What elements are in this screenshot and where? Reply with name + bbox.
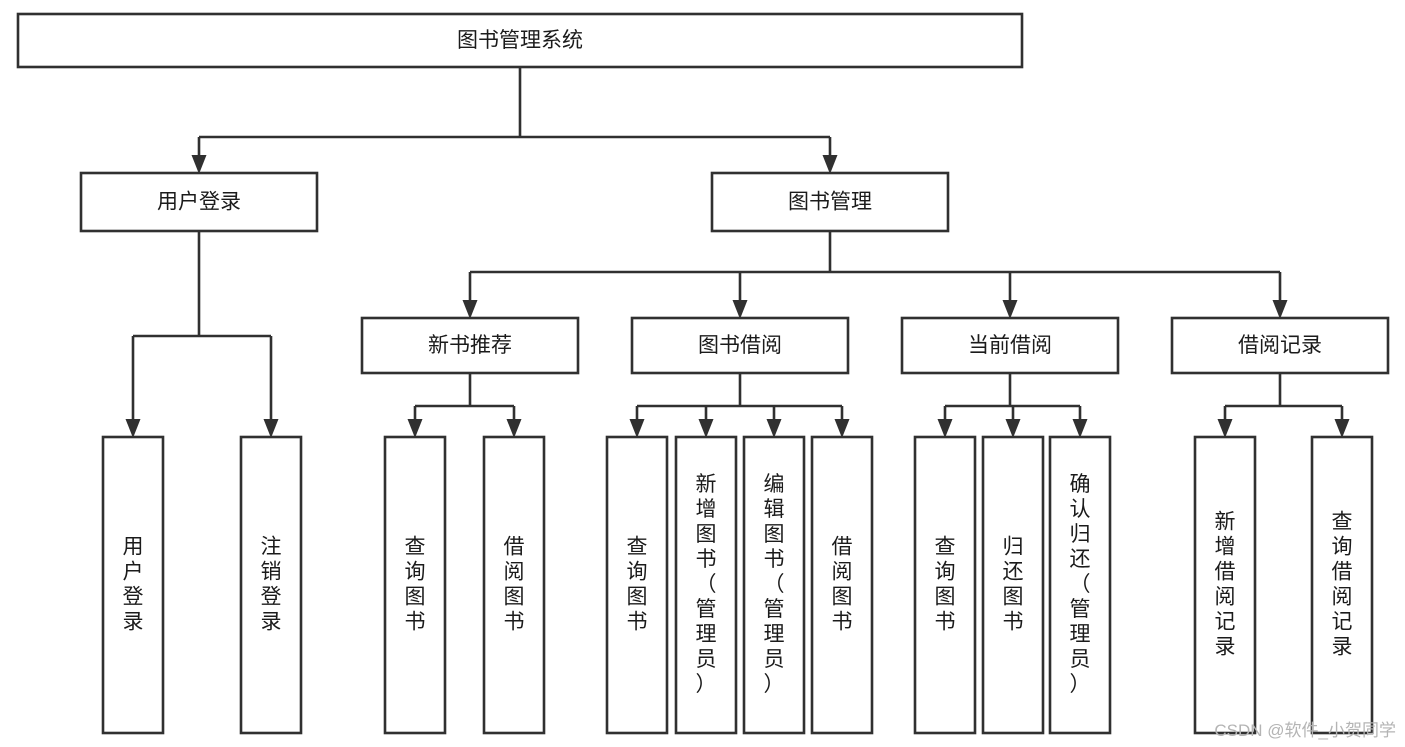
node-label-leaf-add-record: 新增借阅记录 (1215, 510, 1236, 658)
node-box-leaf-return-book (981, 435, 1045, 735)
arrow-head-book-borrow-to-leaves-3 (834, 419, 850, 438)
node-leaf-edit-book[interactable]: 编辑图书（管理员） (742, 435, 806, 735)
node-label-leaf-query-book-1: 查询图书 (405, 535, 426, 633)
node-book-borrow[interactable]: 图书借阅 (630, 316, 850, 375)
node-label-leaf-query-book-3: 查询图书 (935, 535, 956, 633)
node-box-leaf-borrow-book-1 (482, 435, 546, 735)
node-box-leaf-query-book-1 (383, 435, 447, 735)
node-box-leaf-user-logout (239, 435, 303, 735)
arrow-head-book-manage-to-level2-3 (1272, 300, 1288, 319)
node-leaf-return-book[interactable]: 归还图书 (981, 435, 1045, 735)
node-box-user-login (79, 171, 319, 233)
node-box-book-manage (710, 171, 950, 233)
node-label-new-book-rec: 新书推荐 (428, 334, 512, 357)
node-label-leaf-query-book-2: 查询图书 (627, 535, 648, 633)
arrow-head-borrow-record-to-leaves-0 (1217, 419, 1233, 438)
node-user-login[interactable]: 用户登录 (79, 171, 319, 233)
node-leaf-user-login[interactable]: 用户登录 (101, 435, 165, 735)
connector-edges-layer (125, 67, 1350, 438)
node-label-current-borrow: 当前借阅 (968, 334, 1052, 357)
node-leaf-add-record[interactable]: 新增借阅记录 (1193, 435, 1257, 735)
arrow-head-root-to-level1-1 (822, 155, 838, 174)
arrow-head-book-borrow-to-leaves-1 (698, 419, 714, 438)
arrow-head-user-login-to-leaves-0 (125, 419, 141, 438)
node-leaf-query-book-2[interactable]: 查询图书 (605, 435, 669, 735)
arrow-head-current-borrow-to-leaves-0 (937, 419, 953, 438)
arrow-head-user-login-to-leaves-1 (263, 419, 279, 438)
node-leaf-query-book-1[interactable]: 查询图书 (383, 435, 447, 735)
node-leaf-query-record[interactable]: 查询借阅记录 (1310, 435, 1374, 735)
node-label-leaf-add-book: 新增图书（管理员） (696, 473, 717, 696)
arrow-head-book-manage-to-level2-1 (732, 300, 748, 319)
node-label-leaf-query-record: 查询借阅记录 (1332, 510, 1353, 658)
node-box-borrow-record (1170, 316, 1390, 375)
arrow-head-borrow-record-to-leaves-1 (1334, 419, 1350, 438)
node-current-borrow[interactable]: 当前借阅 (900, 316, 1120, 375)
node-label-book-manage: 图书管理 (788, 191, 872, 214)
node-label-leaf-borrow-book-1: 借阅图书 (504, 535, 525, 633)
arrow-head-book-manage-to-level2-2 (1002, 300, 1018, 319)
node-leaf-borrow-book-2[interactable]: 借阅图书 (810, 435, 874, 735)
node-box-leaf-add-record (1193, 435, 1257, 735)
node-leaf-add-book[interactable]: 新增图书（管理员） (674, 435, 738, 735)
node-box-leaf-edit-book (742, 435, 806, 735)
arrow-head-book-manage-to-level2-0 (462, 300, 478, 319)
node-label-leaf-user-login: 用户登录 (123, 535, 144, 633)
arrow-head-current-borrow-to-leaves-1 (1005, 419, 1021, 438)
node-leaf-borrow-book-1[interactable]: 借阅图书 (482, 435, 546, 735)
node-label-user-login: 用户登录 (157, 191, 241, 214)
node-root[interactable]: 图书管理系统 (16, 12, 1024, 69)
node-box-root (16, 12, 1024, 69)
node-label-leaf-borrow-book-2: 借阅图书 (832, 535, 853, 633)
node-leaf-confirm-return[interactable]: 确认归还（管理员） (1048, 435, 1112, 735)
node-book-manage[interactable]: 图书管理 (710, 171, 950, 233)
csdn-watermark: CSDN @软件_小贺同学 (1214, 721, 1396, 740)
node-box-leaf-query-book-2 (605, 435, 669, 735)
node-label-leaf-edit-book: 编辑图书（管理员） (764, 473, 785, 696)
node-box-leaf-borrow-book-2 (810, 435, 874, 735)
node-box-new-book-rec (360, 316, 580, 375)
diagram-nodes-layer: 图书管理系统用户登录图书管理新书推荐图书借阅当前借阅借阅记录用户登录注销登录查询… (16, 12, 1390, 735)
node-label-root: 图书管理系统 (457, 29, 583, 52)
node-box-leaf-query-book-3 (913, 435, 977, 735)
node-leaf-user-logout[interactable]: 注销登录 (239, 435, 303, 735)
node-box-leaf-query-record (1310, 435, 1374, 735)
arrow-head-book-borrow-to-leaves-2 (766, 419, 782, 438)
arrow-head-current-borrow-to-leaves-2 (1072, 419, 1088, 438)
node-box-current-borrow (900, 316, 1120, 375)
node-box-leaf-user-login (101, 435, 165, 735)
node-new-book-rec[interactable]: 新书推荐 (360, 316, 580, 375)
arrow-head-new-book-rec-to-leaves-0 (407, 419, 423, 438)
node-leaf-query-book-3[interactable]: 查询图书 (913, 435, 977, 735)
node-label-borrow-record: 借阅记录 (1238, 334, 1322, 357)
node-label-leaf-return-book: 归还图书 (1003, 535, 1024, 633)
arrow-head-book-borrow-to-leaves-0 (629, 419, 645, 438)
arrow-head-new-book-rec-to-leaves-1 (506, 419, 522, 438)
arrow-head-root-to-level1-0 (191, 155, 207, 174)
node-label-book-borrow: 图书借阅 (698, 334, 782, 357)
node-box-leaf-confirm-return (1048, 435, 1112, 735)
node-borrow-record[interactable]: 借阅记录 (1170, 316, 1390, 375)
node-box-book-borrow (630, 316, 850, 375)
node-label-leaf-confirm-return: 确认归还（管理员） (1070, 473, 1091, 696)
node-label-leaf-user-logout: 注销登录 (261, 535, 282, 633)
node-box-leaf-add-book (674, 435, 738, 735)
